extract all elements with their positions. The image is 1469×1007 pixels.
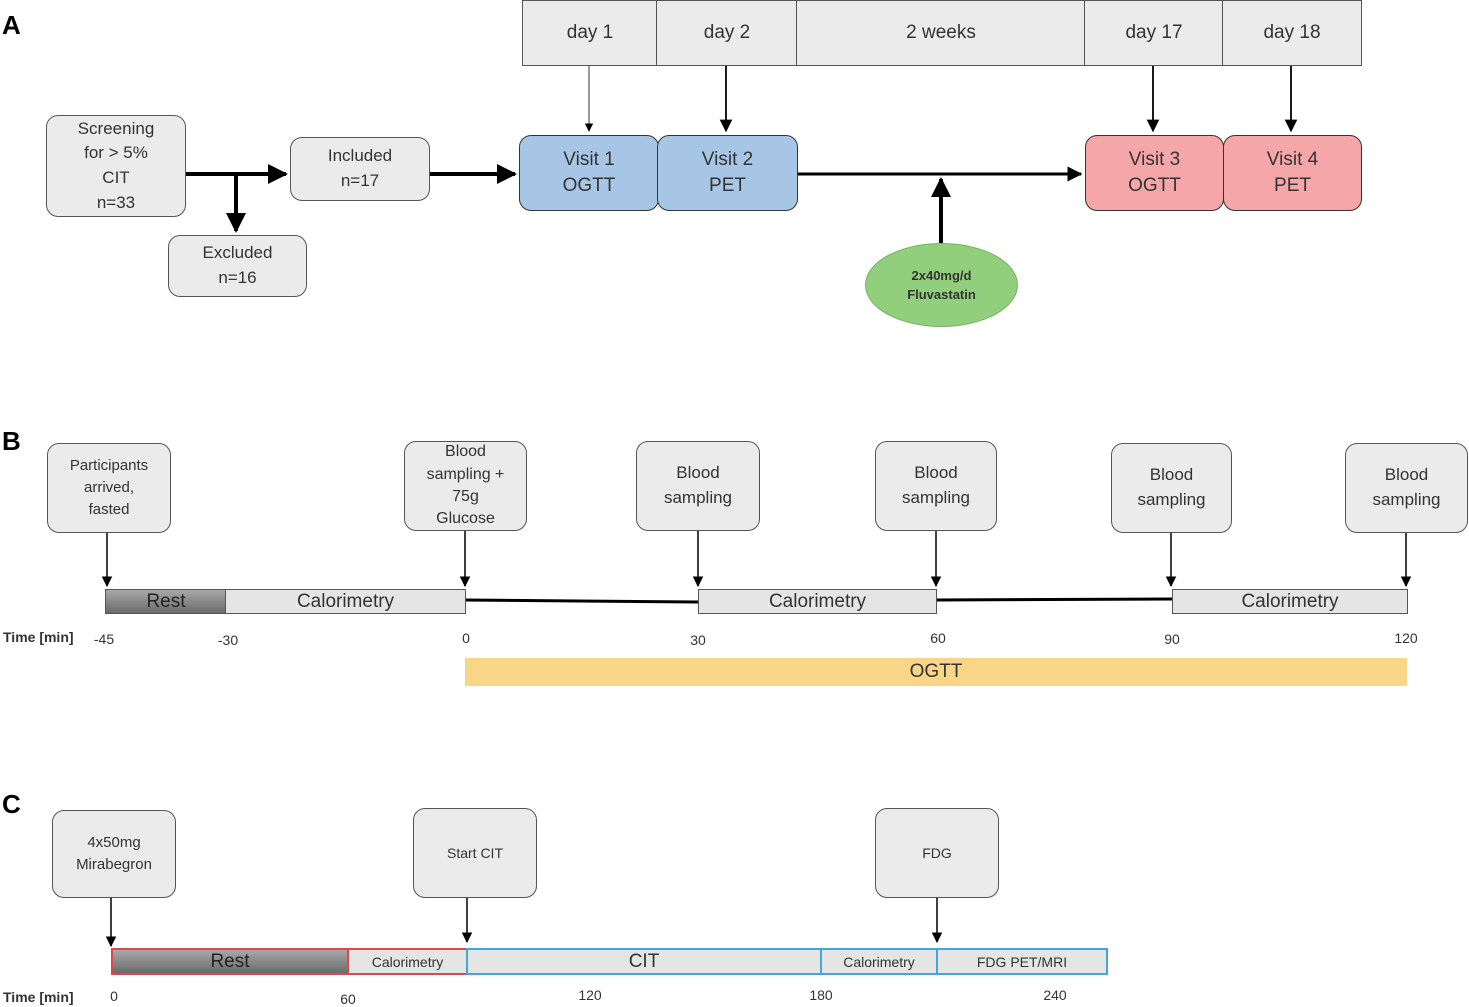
tick-b-60: 60 (930, 630, 946, 646)
day-cell-day-17: day 17 (1084, 0, 1224, 66)
excluded-box: Excluded n=16 (168, 235, 307, 297)
axis-title-c: Time [min] (3, 989, 74, 1005)
visit-1-box: Visit 1 OGTT (519, 135, 659, 211)
bar-calorimetry-1: Calorimetry (225, 589, 466, 614)
tick-b-120: 120 (1394, 630, 1418, 646)
fluvastatin-ellipse: 2x40mg/d Fluvastatin (865, 243, 1018, 327)
bar-c-calorimetry-1: Calorimetry (347, 948, 468, 975)
tick-b-30: 30 (690, 632, 706, 648)
bar-calorimetry-2: Calorimetry (698, 589, 937, 614)
visit-4-box: Visit 4 PET (1223, 135, 1362, 211)
tick-c-60: 60 (340, 991, 356, 1007)
tick-c-120: 120 (578, 987, 602, 1003)
panel-label-b: B (2, 426, 21, 456)
day-cell-day-18: day 18 (1222, 0, 1362, 66)
bar-c-cit: CIT (466, 948, 822, 975)
tick-c-180: 180 (809, 987, 833, 1003)
bar-rest: Rest (105, 589, 227, 614)
tick-b-0: 0 (462, 630, 470, 646)
panel-label-a: A (2, 10, 21, 40)
event-participants-arrived: Participants arrived, fasted (47, 443, 171, 533)
bar-calorimetry-3: Calorimetry (1172, 589, 1408, 614)
event-blood-sampling-90: Blood sampling (1111, 443, 1232, 533)
tick-c-240: 240 (1043, 987, 1067, 1003)
event-blood-sampling-120: Blood sampling (1345, 443, 1468, 533)
tick-b-minus30: -30 (217, 632, 239, 648)
event-fdg: FDG (875, 808, 999, 898)
day-cell-day-1: day 1 (522, 0, 658, 66)
day-cell-day-2: day 2 (656, 0, 798, 66)
day-cell-2-weeks: 2 weeks (796, 0, 1086, 66)
ogtt-bar: OGTT (465, 658, 1407, 686)
visit-2-box: Visit 2 PET (657, 135, 798, 211)
tick-b-minus45: -45 (93, 631, 115, 647)
panel-label-c: C (2, 789, 21, 819)
event-mirabegron: 4x50mg Mirabegron (52, 810, 176, 898)
screening-box: Screening for > 5% CIT n=33 (46, 115, 186, 217)
tick-c-0: 0 (110, 988, 118, 1004)
event-blood-sampling-glucose: Blood sampling + 75g Glucose (404, 441, 527, 531)
event-blood-sampling-60: Blood sampling (875, 441, 997, 531)
event-blood-sampling-30: Blood sampling (636, 441, 760, 531)
visit-3-box: Visit 3 OGTT (1085, 135, 1224, 211)
event-start-cit: Start CIT (413, 808, 537, 898)
bar-c-rest: Rest (111, 948, 349, 975)
bar-c-fdg-pet-mri: FDG PET/MRI (936, 948, 1108, 975)
tick-b-90: 90 (1164, 631, 1180, 647)
axis-title-b: Time [min] (3, 629, 74, 645)
bar-c-calorimetry-2: Calorimetry (820, 948, 938, 975)
included-box: Included n=17 (290, 137, 430, 201)
